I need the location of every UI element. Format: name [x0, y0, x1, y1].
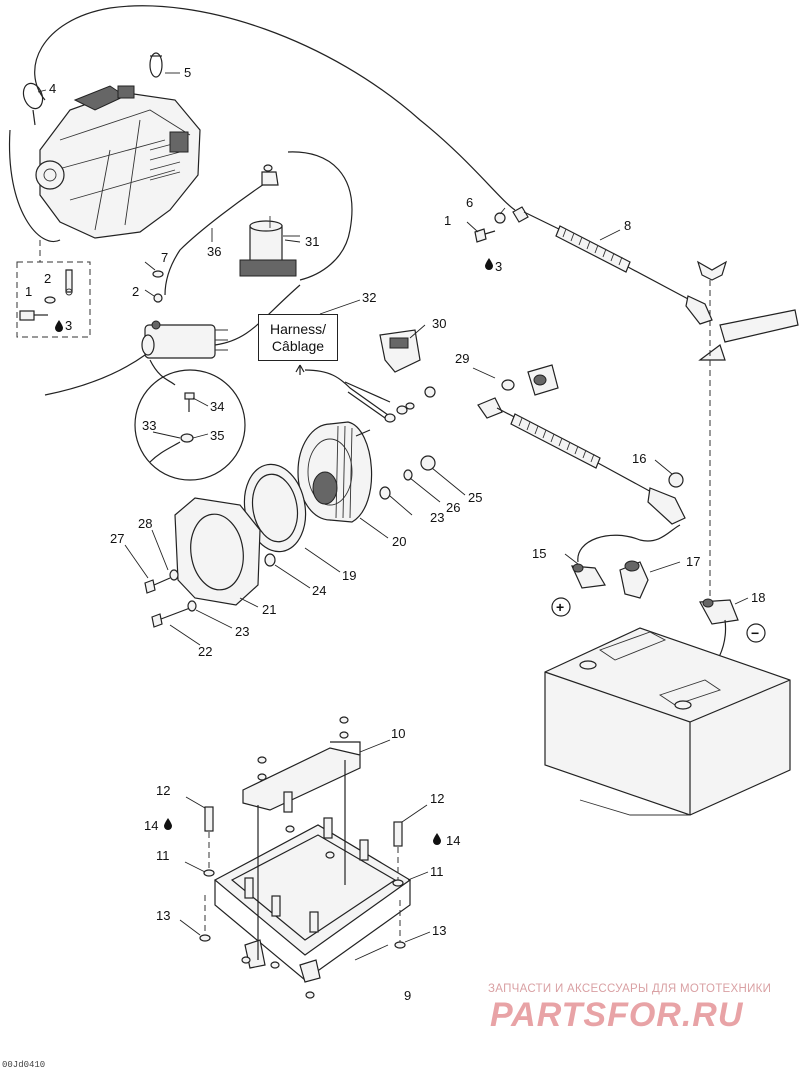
label-35: 35 [210, 428, 224, 443]
label-4: 4 [49, 81, 56, 96]
label-14: 14 [144, 818, 158, 833]
label-20: 20 [392, 534, 406, 549]
label-10: 10 [391, 726, 405, 741]
label-19: 19 [342, 568, 356, 583]
label-16: 16 [632, 451, 646, 466]
detail-circle [134, 369, 246, 481]
label-21: 21 [262, 602, 276, 617]
label-36: 36 [207, 244, 221, 259]
label-11: 11 [156, 848, 170, 863]
terminal-cover-17 [619, 560, 649, 599]
figure-code: 00Jd0410 [2, 1060, 46, 1070]
watermark-logo: PARTSFOR.RU [490, 996, 744, 1034]
mounting-flange-21 [174, 497, 261, 606]
label-25: 25 [468, 490, 482, 505]
label-9: 9 [404, 988, 411, 1003]
bolt-27 [144, 569, 179, 594]
ring-terminal-36-top [261, 164, 279, 186]
starter-motor-20 [297, 421, 373, 523]
terminal-cap [527, 364, 559, 396]
starter-solenoid [239, 216, 300, 277]
label-28: 28 [138, 516, 152, 531]
label-18: 18 [751, 590, 765, 605]
bolt-1-engine [19, 310, 48, 321]
label-23: 23 [235, 624, 249, 639]
label-31: 31 [305, 234, 319, 249]
label-34: 34 [210, 399, 224, 414]
label-13: 13 [156, 908, 170, 923]
label-2: 2 [44, 271, 51, 286]
engine-assembly [35, 85, 201, 239]
label-26: 26 [446, 500, 460, 515]
positive-symbol: + [556, 599, 564, 615]
label-13: 13 [432, 923, 446, 938]
label-6: 6 [466, 195, 473, 210]
label-7: 7 [161, 250, 168, 265]
label-29: 29 [455, 351, 469, 366]
cable-8 [512, 206, 713, 325]
label-17: 17 [686, 554, 700, 569]
label-33: 33 [142, 418, 156, 433]
negative-symbol: − [751, 625, 759, 641]
screw-1-cable [474, 228, 496, 243]
clamp-5 [149, 52, 163, 78]
harness-callout: Harness/ Câblage [258, 314, 338, 361]
label-15: 15 [532, 546, 546, 561]
harness-label-en: Harness/ [269, 321, 327, 337]
label-30: 30 [432, 316, 446, 331]
cable-29 [477, 397, 686, 525]
label-22: 22 [198, 644, 212, 659]
label-12: 12 [430, 791, 444, 806]
label-23: 23 [430, 510, 444, 525]
tray-bolts [204, 791, 403, 933]
label-1: 1 [25, 284, 32, 299]
label-8: 8 [624, 218, 631, 233]
label-1: 1 [444, 213, 451, 228]
terminal-18 [699, 598, 739, 625]
bolt-22 [151, 600, 197, 628]
label-32: 32 [362, 290, 376, 305]
starter-relay [141, 320, 228, 359]
harness-label-fr: Câblage [271, 338, 325, 354]
label-3: 3 [65, 318, 72, 333]
watermark-tagline: ЗАПЧАСТИ И АКСЕССУАРЫ ДЛЯ МОТОТЕХНИКИ [488, 983, 772, 995]
wire-terminals [384, 386, 436, 423]
label-2: 2 [132, 284, 139, 299]
wing-nut [696, 260, 728, 281]
label-14: 14 [446, 833, 460, 848]
label-12: 12 [156, 783, 170, 798]
terminal-15 [571, 563, 606, 589]
battery [544, 627, 791, 816]
part-number-labels: 1 2 3 1 2 3 4 5 6 7 8 9 10 11 11 12 12 1… [25, 65, 765, 1003]
label-11: 11 [430, 864, 444, 879]
drop-icons [55, 258, 493, 845]
leader-lines [37, 72, 749, 961]
lug-engine [65, 269, 73, 296]
screw-34 [184, 392, 195, 412]
tray-washers [199, 716, 406, 999]
terminal-boot-30 [379, 329, 421, 373]
hold-down-10 [242, 741, 361, 811]
label-3: 3 [495, 259, 502, 274]
label-5: 5 [184, 65, 191, 80]
washer-2-engine [44, 296, 56, 304]
label-24: 24 [312, 583, 326, 598]
label-27: 27 [110, 531, 124, 546]
clamp-4 [22, 82, 44, 126]
